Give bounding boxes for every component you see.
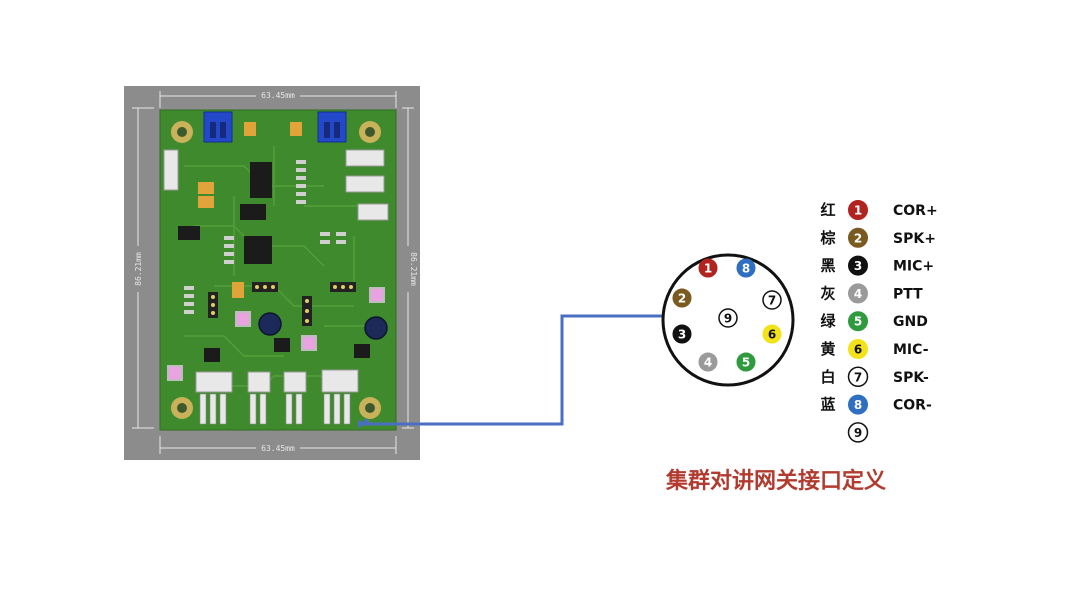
legend-pin-1-number: 1: [854, 204, 862, 218]
legend-row-2: 棕 2 SPK+: [820, 227, 936, 248]
legend-signal: GND: [893, 314, 928, 330]
pcb-drawing: 63.45mm 63.45mm 86.21mm 86.21mm: [132, 90, 418, 454]
legend-row-3: 黑 3 MIC+: [820, 255, 934, 276]
legend-pin-6-number: 6: [854, 343, 862, 357]
legend-pin-9-number: 9: [854, 426, 862, 440]
pcb-bottom-leads: [199, 393, 351, 425]
pcb-width-top: 63.45mm: [261, 91, 295, 100]
pcb-headers: [163, 149, 389, 393]
legend-row-1: 红 1 COR+: [820, 200, 938, 220]
legend-signal: SPK-: [893, 370, 929, 386]
connector-pin-9-number: 9: [724, 312, 732, 326]
connector-pin-3: 3: [672, 324, 692, 344]
legend-pin-5: 5: [848, 311, 868, 332]
legend-color-name: 红: [820, 201, 835, 219]
connector-pin-6: 6: [762, 324, 782, 344]
connector-pin-1-number: 1: [704, 262, 712, 276]
pcb-panel: 63.45mm 63.45mm 86.21mm 86.21mm: [124, 86, 420, 460]
legend-color-name: 白: [820, 368, 835, 386]
connector-pin-1: 1: [698, 258, 718, 278]
legend-signal: PTT: [893, 286, 923, 302]
connector-pin-6-number: 6: [768, 328, 776, 342]
connector-pin-7-number: 7: [768, 294, 776, 308]
pcb-smd-parts: [184, 160, 346, 314]
legend-signal: MIC+: [893, 259, 934, 275]
pcb-capacitors: [198, 122, 302, 298]
legend-pin-9: 9: [847, 422, 869, 443]
legend-pin-5-number: 5: [854, 315, 862, 329]
connector-pin-7: 7: [762, 290, 782, 310]
legend-pin-8: 8: [848, 394, 868, 415]
connector-pin-8-number: 8: [742, 262, 750, 276]
legend-pin-4-number: 4: [854, 287, 862, 301]
connector-pin-2: 2: [672, 288, 692, 308]
legend-pin-1: 1: [848, 200, 868, 220]
legend-signal: COR-: [893, 398, 932, 414]
legend-color-name: 黄: [820, 340, 835, 358]
legend-pin-4: 4: [848, 283, 868, 304]
legend-pin-2: 2: [848, 227, 868, 248]
legend-signal: MIC-: [893, 342, 929, 358]
connector-pin-5: 5: [736, 352, 756, 372]
diagram-title: 集群对讲网关接口定义: [665, 468, 886, 494]
legend-color-name: 灰: [820, 284, 835, 302]
legend-pin-3: 3: [848, 255, 868, 276]
connector-pin-9: 9: [718, 308, 738, 328]
legend-color-name: 棕: [820, 229, 835, 247]
legend-pin-7: 7: [847, 366, 869, 388]
legend-pin-2-number: 2: [854, 231, 862, 245]
legend-row-6: 黄 6 MIC-: [820, 339, 929, 359]
legend-pin-6: 6: [848, 339, 868, 359]
legend-color-name: 绿: [820, 312, 836, 330]
legend-color-name: 黑: [820, 257, 835, 275]
pcb-height-right: 86.21mm: [409, 252, 418, 286]
connector-pin-4: 4: [698, 352, 718, 372]
connector-pin-3-number: 3: [678, 328, 686, 342]
connector-pin-8: 8: [736, 258, 756, 278]
pcb-width-bottom: 63.45mm: [261, 444, 295, 453]
legend-pin-3-number: 3: [854, 259, 862, 273]
pcb-pin-pads: [211, 285, 353, 323]
cable-line: [358, 314, 664, 428]
pcb-blue-connectors: [203, 111, 347, 143]
legend-pin-8-number: 8: [854, 398, 862, 412]
legend-row-9: 9: [847, 422, 869, 443]
pcb-height-left: 86.21mm: [134, 252, 143, 286]
pin-legend: 红 1 COR+ 棕 2 SPK+ 黑 3 MIC+ 灰 4 PTT 绿 5 GND 黄 6 MIC- 白 7 SPK-…: [820, 200, 938, 443]
legend-signal: SPK+: [893, 231, 936, 247]
connector-pin-5-number: 5: [742, 356, 750, 370]
legend-row-4: 灰 4 PTT: [820, 283, 923, 304]
pcb-leds: [167, 287, 385, 381]
legend-pin-7-number: 7: [854, 370, 862, 384]
pcb-electrolytic-caps: [258, 312, 388, 340]
legend-row-7: 白 7 SPK-: [820, 366, 929, 388]
legend-signal: COR+: [893, 203, 938, 219]
connector-pin-4-number: 4: [704, 356, 712, 370]
legend-row-5: 绿 5 GND: [820, 311, 928, 332]
legend-color-name: 蓝: [820, 396, 835, 414]
legend-row-8: 蓝 8 COR-: [820, 394, 932, 415]
pcb-chips: [178, 162, 370, 362]
connector-pins: 1 8 2 7 9 3 6 4 5: [672, 258, 782, 372]
connector-pin-2-number: 2: [678, 292, 686, 306]
pcb-mounting-holes: [171, 121, 381, 419]
